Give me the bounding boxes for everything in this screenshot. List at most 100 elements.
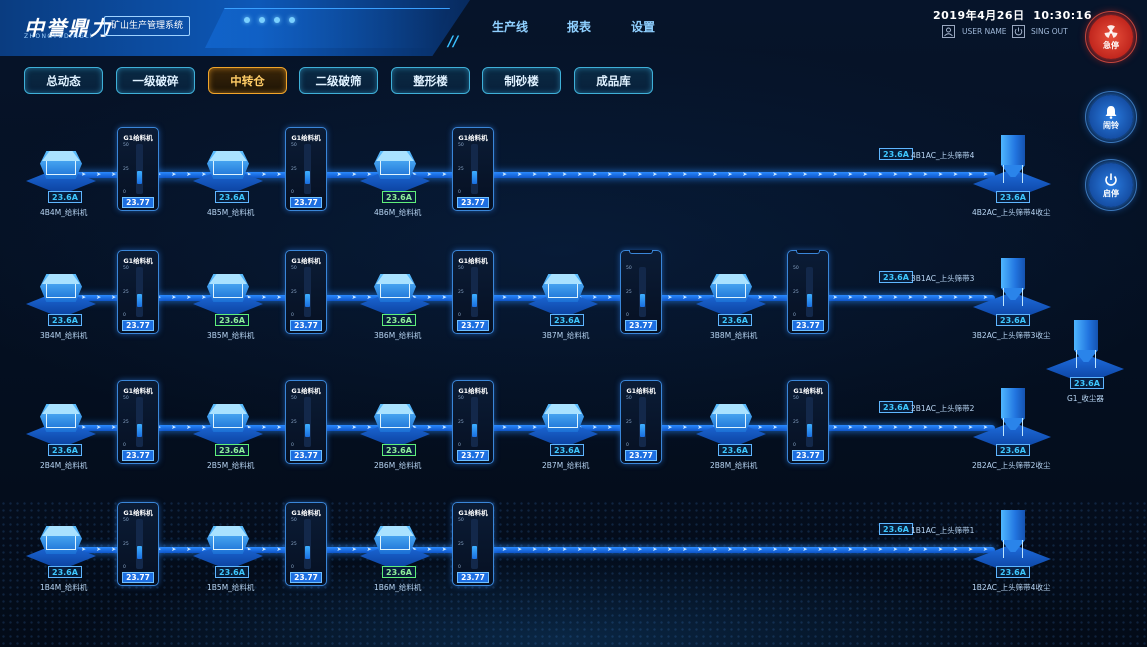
- feeder-machine[interactable]: [26, 520, 96, 580]
- feeder-machine[interactable]: [360, 145, 430, 205]
- conveyor-belt: [60, 425, 995, 431]
- flow-arrow-icon: ➤: [727, 171, 733, 178]
- nav-reports[interactable]: 报表: [567, 20, 592, 34]
- feeder-frame: [46, 161, 76, 175]
- user-name[interactable]: USER NAME: [962, 27, 1007, 36]
- gauge-value: 23.77: [625, 320, 657, 331]
- flow-arrow-icon: ➤: [907, 424, 913, 431]
- feeder-machine[interactable]: [528, 268, 598, 328]
- dust-collector-tower[interactable]: [973, 388, 1051, 460]
- gauge-scale-mid: 25: [458, 167, 464, 172]
- flow-arrow-icon: ➤: [907, 546, 913, 553]
- gauge-scale-max: 50: [458, 518, 464, 523]
- collector-legs: [1076, 350, 1096, 368]
- tab-shaping-building[interactable]: 整形楼: [391, 67, 470, 94]
- feeder-label: 3B4M_给料机: [40, 331, 88, 340]
- feeder-body-top: [376, 404, 414, 414]
- belt-current: 23.6A: [879, 271, 913, 283]
- feeder-machine[interactable]: [193, 268, 263, 328]
- nav-settings[interactable]: 设置: [631, 20, 656, 34]
- flow-arrow-icon: ➤: [516, 294, 522, 301]
- flow-arrow-icon: ➤: [366, 424, 372, 431]
- feeder-machine[interactable]: [193, 520, 263, 580]
- flow-arrow-icon: ➤: [607, 424, 613, 431]
- feeder-machine[interactable]: [360, 520, 430, 580]
- flow-arrow-icon: ➤: [877, 294, 883, 301]
- flow-arrow-icon: ➤: [967, 424, 973, 431]
- flow-arrow-icon: ➤: [757, 294, 763, 301]
- flow-arrow-icon: ➤: [531, 294, 537, 301]
- sign-out-link[interactable]: SING OUT: [1031, 27, 1068, 36]
- belt-label: 1B1AC_上头筛带1: [911, 526, 975, 535]
- gauge-scale-mid: 25: [793, 420, 799, 425]
- flow-arrow-icon: ➤: [877, 546, 883, 553]
- flow-arrow-icon: ➤: [982, 424, 988, 431]
- tower-legs: [1003, 418, 1023, 436]
- gauge-fill: [137, 294, 142, 307]
- gauge-scale-min: 0: [123, 313, 126, 318]
- flow-arrow-icon: ➤: [547, 546, 553, 553]
- flow-arrow-icon: ➤: [697, 171, 703, 178]
- power-icon[interactable]: [1012, 25, 1025, 38]
- flow-arrow-icon: ➤: [501, 171, 507, 178]
- feeder-frame: [380, 161, 410, 175]
- flow-arrow-icon: ➤: [96, 424, 102, 431]
- gauge-value: 23.77: [290, 572, 322, 583]
- feeder-machine[interactable]: [696, 398, 766, 458]
- flow-arrow-icon: ➤: [81, 294, 87, 301]
- flow-arrow-icon: ➤: [547, 171, 553, 178]
- feeder-machine[interactable]: [528, 398, 598, 458]
- feeder-current: 23.6A: [48, 566, 82, 578]
- gauge-track: [136, 144, 143, 194]
- feeder-machine[interactable]: [360, 398, 430, 458]
- tab-primary-crushing[interactable]: 一级破碎: [116, 67, 195, 94]
- gauge-track: [304, 267, 311, 317]
- feeder-machine[interactable]: [193, 145, 263, 205]
- time: 10:30:16: [1033, 9, 1092, 22]
- feeder-machine[interactable]: [26, 398, 96, 458]
- feeder-body-top: [376, 274, 414, 284]
- tab-transfer-bin[interactable]: 中转仓: [208, 67, 287, 94]
- tab-sand-building[interactable]: 制砂楼: [482, 67, 561, 94]
- feeder-machine[interactable]: [26, 268, 96, 328]
- flow-arrow-icon: ➤: [952, 424, 958, 431]
- tab-secondary-screening[interactable]: 二级破筛: [299, 67, 378, 94]
- feeder-machine[interactable]: [26, 145, 96, 205]
- start-stop-button[interactable]: 启停: [1085, 159, 1137, 211]
- date: 2019年4月26日: [933, 9, 1025, 22]
- flow-arrow-icon: ➤: [186, 546, 192, 553]
- feeder-machine[interactable]: [360, 268, 430, 328]
- feeder-current: 23.6A: [215, 314, 249, 326]
- flow-arrow-icon: ➤: [952, 171, 958, 178]
- alarm-bell-button[interactable]: 闹铃: [1085, 91, 1137, 143]
- feeder-machine[interactable]: [193, 398, 263, 458]
- gauge-scale-max: 50: [793, 396, 799, 401]
- tab-finished-storage[interactable]: 成品库: [574, 67, 653, 94]
- nav-production-line[interactable]: 生产线: [492, 20, 529, 34]
- user-icon[interactable]: [942, 25, 955, 38]
- flow-arrow-icon: ➤: [261, 171, 267, 178]
- gauge-notch: [629, 250, 653, 254]
- tab-overview[interactable]: 总动态: [24, 67, 103, 94]
- flow-arrow-icon: ➤: [967, 546, 973, 553]
- gauge-value: 23.77: [457, 197, 489, 208]
- feeder-machine[interactable]: [696, 268, 766, 328]
- conveyor-belt: [60, 295, 995, 301]
- emergency-stop-button[interactable]: 急停: [1085, 11, 1137, 63]
